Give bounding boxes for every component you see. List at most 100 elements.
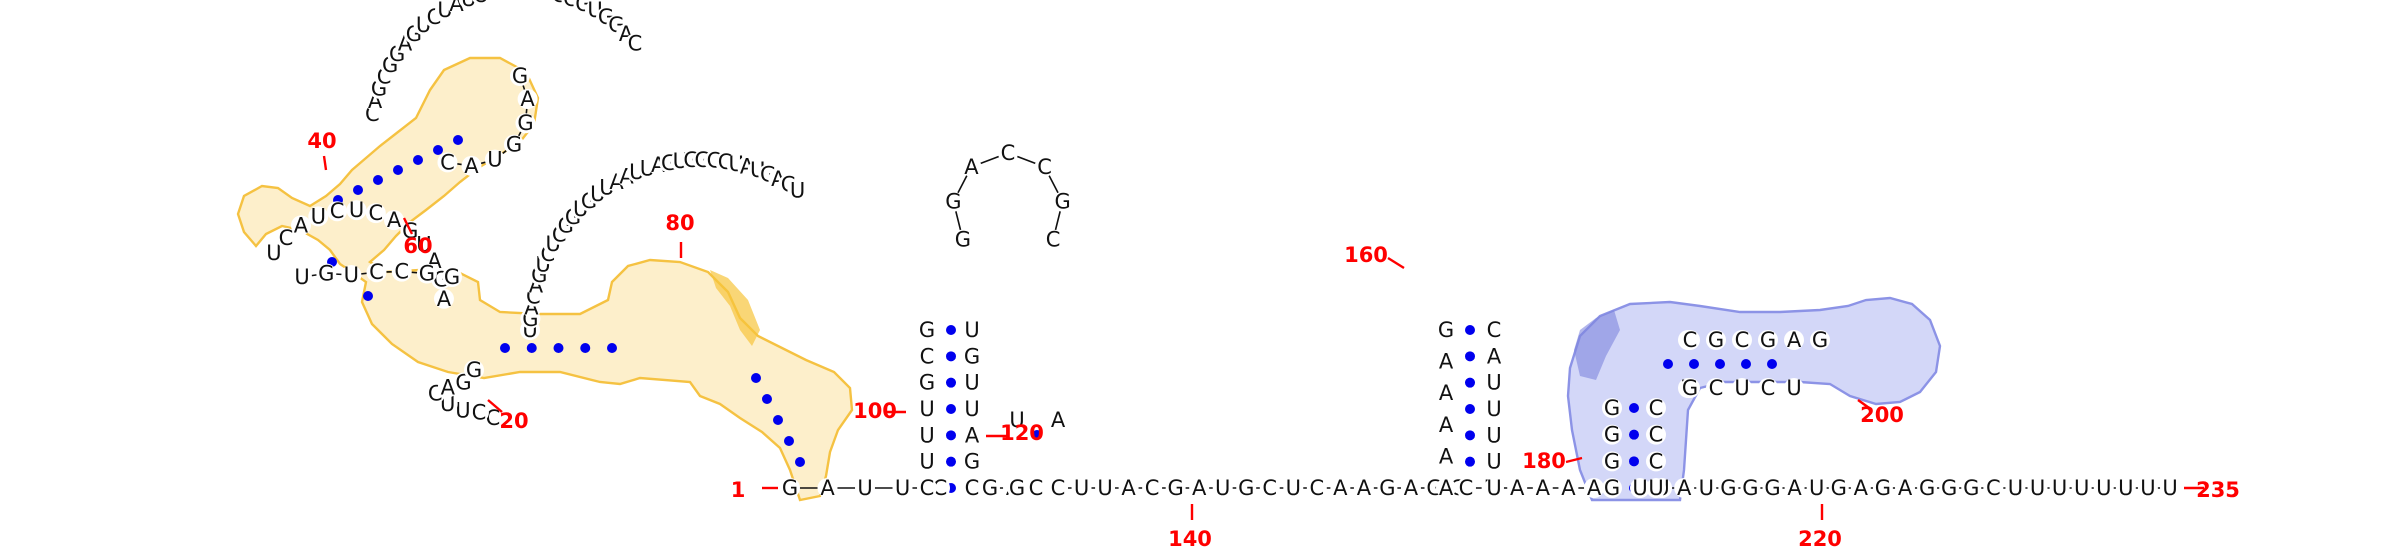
nucleotide-C: C	[1001, 141, 1016, 165]
stem-nucleotide: G	[964, 450, 980, 474]
nucleotide-bg	[276, 227, 297, 248]
nucleotide-A: A	[1898, 476, 1913, 500]
stem-nucleotide: A	[1787, 328, 1802, 352]
base-pair-dot	[607, 343, 617, 353]
nucleotide-bg	[327, 201, 348, 222]
nucleotide-C: C	[330, 199, 345, 223]
nucleotide-A: A	[1787, 476, 1802, 500]
nucleotide-bg	[1584, 478, 1604, 498]
nucleotide-bg	[1646, 424, 1666, 445]
nucleotide-G: G	[444, 265, 460, 289]
nucleotide-bg	[1674, 478, 1695, 498]
nucleotide-bg	[1212, 478, 1233, 498]
nucleotide-C: C	[933, 476, 948, 500]
nucleotide-bg	[517, 89, 538, 110]
nucleotide-bg	[961, 156, 982, 177]
position-tick-180	[1565, 456, 1583, 464]
nucleotide-bg	[1236, 478, 1257, 498]
stem-nucleotide: A	[965, 423, 980, 447]
nucleotide-bg	[917, 425, 937, 446]
stem-nucleotide: G	[1682, 376, 1698, 400]
base-pair-dot	[1465, 430, 1475, 441]
nucleotide-bg	[1436, 446, 1456, 467]
base-pair-dot	[526, 343, 537, 353]
nucleotide-bg	[2137, 478, 2158, 498]
nucleotide-bg	[1602, 424, 1622, 445]
position-label-20: 20	[499, 409, 528, 433]
base-pair-dot	[946, 351, 956, 362]
base-pair-dot	[773, 415, 783, 425]
nucleotide-bg	[980, 478, 1000, 498]
nucleotide-bg	[1377, 478, 1398, 498]
nucleotide-G: G	[1742, 476, 1758, 500]
base-pair-dot	[453, 135, 463, 145]
nucleotide-bg	[509, 66, 530, 86]
base-pair-dot	[751, 373, 761, 383]
nucleotide-C: C	[486, 406, 501, 430]
nucleotide-U: U	[857, 476, 872, 500]
nucleotide-bg	[1283, 478, 1304, 498]
base-pair-dot	[946, 325, 956, 335]
stem-nucleotide: C	[1649, 396, 1664, 420]
stem-nucleotide: G	[1604, 423, 1620, 447]
nucleotide-bg	[1784, 378, 1804, 398]
nucleotide-bg	[290, 215, 311, 236]
nucleotide-bg	[817, 478, 838, 498]
base-pair-dot	[946, 456, 956, 467]
stem-nucleotide: A	[1439, 350, 1454, 374]
base-pair-dot	[1715, 359, 1725, 369]
position-label-120: 120	[1000, 421, 1044, 445]
nucleotide-U: U	[294, 265, 309, 289]
nucleotide-bg	[1806, 478, 1827, 498]
nucleotide-A: A	[1121, 476, 1136, 500]
nucleotide-A: A	[964, 155, 979, 179]
nucleotide-bg	[1718, 478, 1739, 498]
stem-nucleotide: U	[964, 397, 979, 421]
nucleotide-bg	[1118, 478, 1139, 498]
nucleotide-U: U	[473, 0, 488, 7]
nucleotide-bg	[962, 425, 982, 446]
nucleotide-A: A	[1192, 476, 1207, 500]
nucleotide-bg	[484, 149, 505, 170]
nucleotide-bg	[1630, 478, 1650, 498]
base-pair-dot	[1465, 456, 1475, 467]
nucleotide-U: U	[1215, 476, 1230, 500]
nucleotide-G: G	[506, 133, 522, 157]
nucleotide-bg	[1872, 478, 1893, 498]
nucleotide-bg	[365, 203, 386, 224]
nucleotide-bg	[1007, 410, 1027, 430]
stem-nucleotide: A	[1439, 476, 1454, 500]
nucleotide-A: A	[1333, 476, 1348, 500]
nucleotide-U: U	[487, 148, 502, 172]
nucleotide-A: A	[1536, 476, 1551, 500]
nucleotide-U: U	[790, 179, 805, 203]
nucleotide-bg	[1436, 478, 1456, 498]
nucleotide-bg	[1602, 478, 1622, 498]
stem-nucleotide: C	[1735, 328, 1750, 352]
stem-nucleotide: C	[1709, 376, 1724, 400]
base-pair-dot	[500, 343, 510, 353]
nucleotide-bg	[1052, 191, 1073, 212]
nucleotide-bg	[917, 399, 937, 419]
position-tick-40	[322, 155, 328, 171]
stem-nucleotide: C	[920, 344, 935, 368]
nucleotide-bg	[1165, 478, 1186, 498]
nucleotide-G: G	[1831, 476, 1847, 500]
nucleotide-bg	[1740, 478, 1761, 498]
nucleotide-bg	[1784, 478, 1805, 498]
nucleotide-bg	[1646, 398, 1666, 418]
nucleotide-G: G	[1764, 476, 1780, 500]
nucleotide-G: G	[512, 0, 528, 2]
nucleotide-bg	[624, 33, 645, 54]
stem-nucleotide: G	[1708, 328, 1724, 352]
nucleotide-C: C	[440, 150, 455, 174]
position-tick-160	[1387, 256, 1405, 270]
nucleotide-bg	[503, 134, 524, 155]
nucleotide-bg	[1758, 330, 1778, 350]
nucleotide-bg	[917, 451, 937, 472]
nucleotide-G: G	[1238, 476, 1254, 500]
nucleotide-G: G	[982, 476, 998, 500]
stem-nucleotide: C	[1649, 423, 1664, 447]
nucleotide-C: C	[1029, 476, 1044, 500]
